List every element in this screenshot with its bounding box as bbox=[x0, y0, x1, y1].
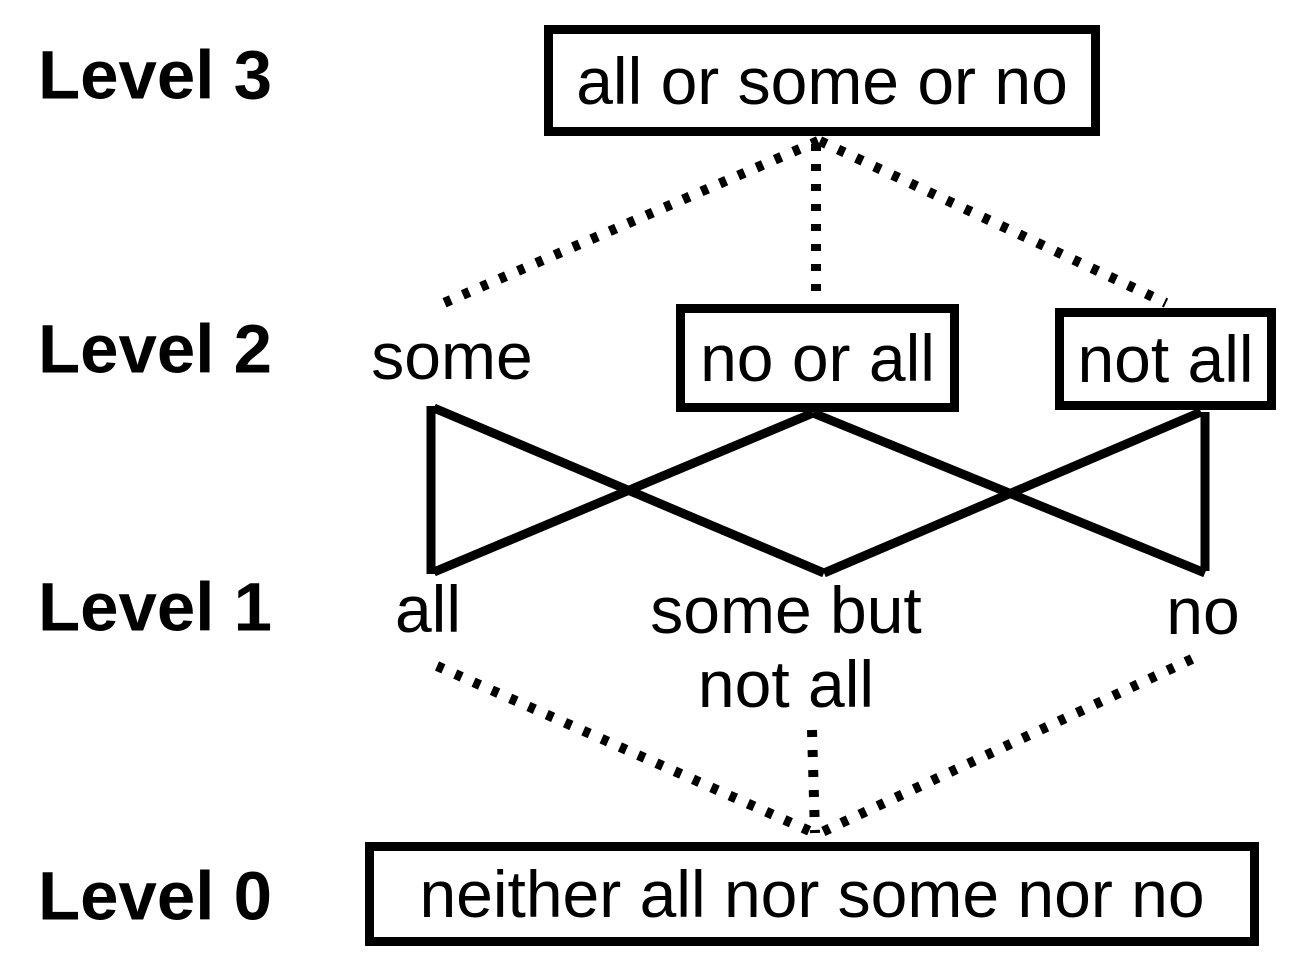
node-no-or-all-label: no or all bbox=[700, 321, 935, 395]
node-some: some bbox=[371, 319, 533, 394]
edge-all-no_or_all-solid bbox=[432, 408, 815, 577]
node-all-or-some-or-no-label: all or some or no bbox=[576, 43, 1068, 118]
edge-no-bottom-dotted bbox=[817, 654, 1195, 838]
edge-top-some-dotted bbox=[435, 136, 820, 311]
level-2-label: Level 2 bbox=[38, 310, 272, 388]
node-all-or-some-or-no-box: all or some or no bbox=[544, 25, 1100, 136]
edge-all-bottom-dotted bbox=[434, 661, 815, 837]
node-some-but-not-all: some but not all bbox=[650, 573, 922, 722]
node-some-but-not-all-line1: some but bbox=[650, 573, 922, 648]
edge-top-not_all-dotted bbox=[817, 136, 1169, 308]
node-all: all bbox=[394, 572, 462, 647]
node-not-all-box: not all bbox=[1055, 308, 1276, 410]
node-no: no bbox=[1166, 574, 1240, 649]
level-3-label: Level 3 bbox=[38, 36, 272, 114]
edge-some_but_not_all-bottom-dotted bbox=[807, 729, 820, 834]
node-no-or-all-box: no or all bbox=[676, 304, 959, 412]
node-not-all-label: not all bbox=[1077, 322, 1254, 396]
node-neither-all-nor-some-nor-no-box: neither all nor some nor no bbox=[365, 842, 1259, 946]
node-some-but-not-all-line2: not all bbox=[697, 647, 875, 721]
level-0-label: Level 0 bbox=[38, 857, 272, 935]
node-neither-all-nor-some-nor-no-label: neither all nor some nor no bbox=[419, 857, 1205, 931]
edge-some_but_not_all-not_all-solid bbox=[822, 407, 1203, 578]
level-1-label: Level 1 bbox=[38, 568, 272, 646]
